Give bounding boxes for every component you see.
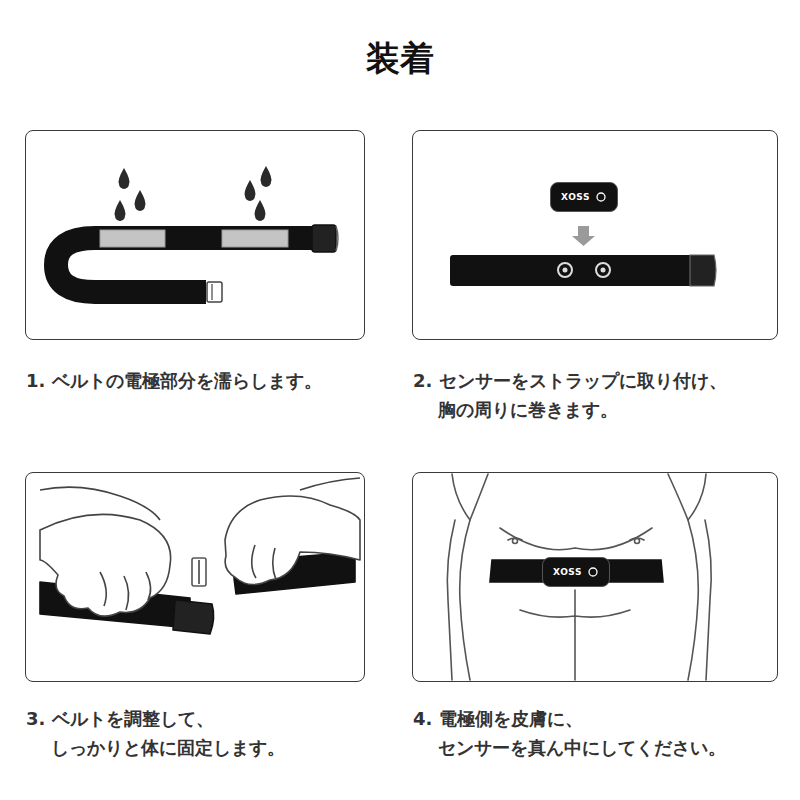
- hands-adjusting-belt: [40, 478, 360, 634]
- step-caption: 4. 電極側を皮膚に、 センサーを真ん中にしてください。: [413, 705, 796, 763]
- step-caption: 2. センサーをストラップに取り付け、 胸の周りに巻きます。: [413, 367, 796, 425]
- sensor-strap: [450, 226, 716, 286]
- page-title: 装着: [0, 36, 800, 82]
- sensor-pod: XOSS: [542, 557, 610, 587]
- torso-figure: [447, 474, 711, 680]
- power-icon: [587, 566, 599, 578]
- sensor-brand: XOSS: [561, 192, 590, 202]
- step-panel: 3. ベルトを調整して、 しっかりと体に固定します。: [25, 472, 365, 682]
- step-panel: 2. センサーをストラップに取り付け、 胸の周りに巻きます。XOSS: [412, 130, 778, 340]
- power-icon: [595, 191, 607, 203]
- step-panel: 1. ベルトの電極部分を濡らします。: [25, 130, 365, 340]
- step-panel: 4. 電極側を皮膚に、 センサーを真ん中にしてください。XOSS: [412, 472, 778, 682]
- sensor-brand: XOSS: [553, 567, 582, 577]
- step-caption: 1. ベルトの電極部分を濡らします。: [26, 367, 406, 396]
- step-caption: 3. ベルトを調整して、 しっかりと体に固定します。: [26, 705, 406, 763]
- wet-strap: [56, 166, 338, 302]
- sensor-pod: XOSS: [550, 182, 618, 212]
